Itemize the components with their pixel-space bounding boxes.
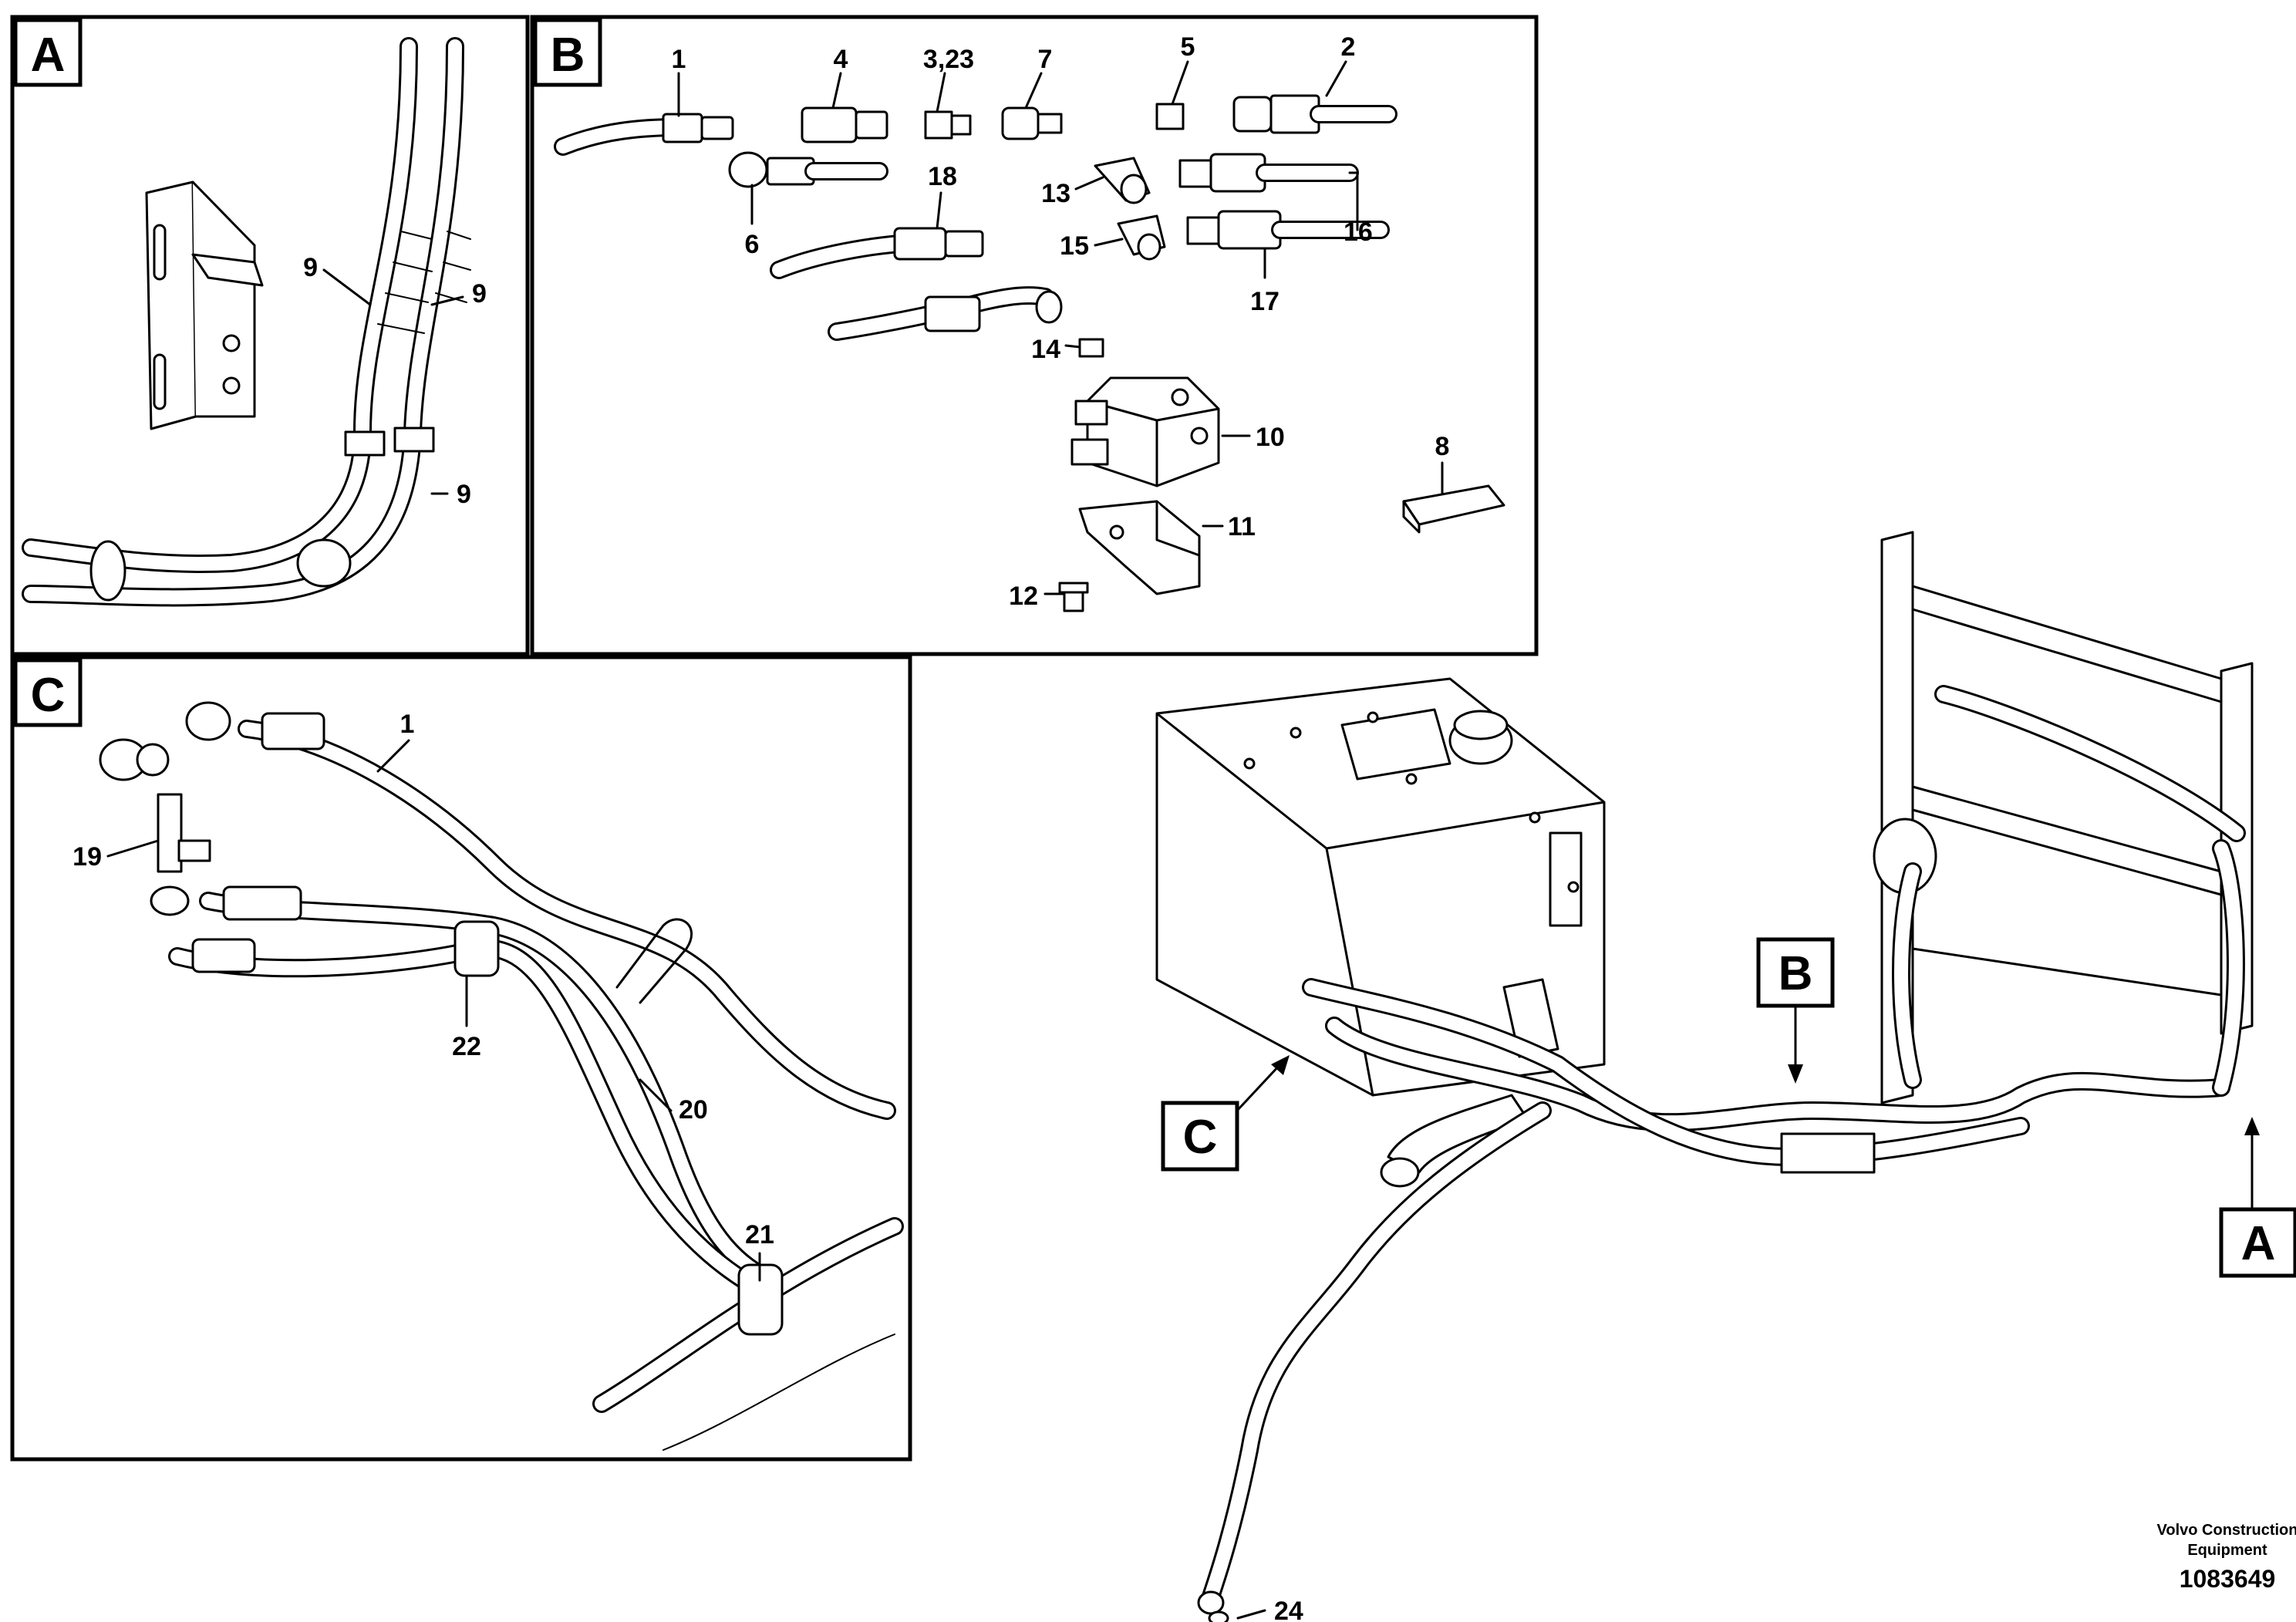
brand-line-1: Volvo Construction: [2157, 1522, 2296, 1539]
mounting-bracket: [145, 180, 264, 430]
callout-18: 18: [928, 162, 957, 191]
pointer-a-label: A: [2241, 1217, 2276, 1270]
hydraulic-tank: [1155, 677, 1606, 1188]
panel-a-label: A: [31, 29, 66, 82]
callout-24: 24: [1274, 1597, 1303, 1622]
callout-17: 17: [1250, 287, 1279, 316]
callout-1: 1: [672, 45, 686, 74]
callout-1: 1: [400, 710, 415, 739]
pointer-c: C: [1161, 1055, 1290, 1172]
callout-9: 9: [457, 480, 471, 509]
panel-b-label: B: [551, 29, 585, 82]
callout-10: 10: [1256, 423, 1285, 452]
panel-a-frame: [10, 15, 530, 656]
callout-5: 5: [1181, 32, 1195, 62]
pointer-b: B: [1756, 937, 1835, 1084]
pointer-a: A: [2219, 1117, 2296, 1278]
callout-3-23: 3,23: [923, 45, 974, 74]
panel-c-label: C: [31, 669, 66, 722]
panel-c: C: [10, 655, 912, 1462]
callout-22: 22: [452, 1032, 481, 1061]
callout-13: 13: [1041, 179, 1070, 208]
main-assembly: B C A 24: [1155, 531, 2296, 1622]
callout-14: 14: [1031, 335, 1060, 364]
panel-c-frame: [10, 655, 912, 1462]
callout-19: 19: [72, 842, 102, 872]
callout-12: 12: [1009, 582, 1038, 611]
hose-assembly-a: [22, 37, 471, 607]
panel-c-tag-box: [13, 658, 83, 727]
main-hoses: [1197, 685, 2246, 1622]
panel-a: A 9 9 9: [10, 15, 530, 656]
brand-line-2: Equipment: [2187, 1542, 2267, 1559]
panel-b-frame: [530, 15, 1539, 656]
callout-9: 9: [472, 279, 487, 309]
footer: Volvo Construction Equipment 1083649: [2157, 1522, 2296, 1593]
callout-9: 9: [303, 253, 318, 282]
document-number: 1083649: [2180, 1565, 2276, 1593]
callout-7: 7: [1038, 45, 1053, 74]
callout-16: 16: [1344, 218, 1373, 247]
pointer-c-label: C: [1183, 1111, 1218, 1164]
callout-4: 4: [834, 45, 848, 74]
callout-20: 20: [679, 1095, 708, 1125]
hose-assembly-c: [99, 701, 904, 1451]
callout-6: 6: [745, 230, 760, 259]
panel-b-tag-box: [533, 18, 602, 87]
pointer-b-label: B: [1778, 947, 1813, 1000]
callout-11: 11: [1228, 512, 1256, 541]
callout-8: 8: [1435, 432, 1450, 461]
hose-fitting-group: [554, 60, 1505, 612]
cooler-frame: [1873, 531, 2254, 1104]
callout-15: 15: [1060, 231, 1089, 261]
callout-2: 2: [1341, 32, 1356, 62]
panel-a-tag-box: [13, 18, 83, 87]
callout-21: 21: [745, 1220, 774, 1249]
panel-b: B: [530, 15, 1539, 656]
